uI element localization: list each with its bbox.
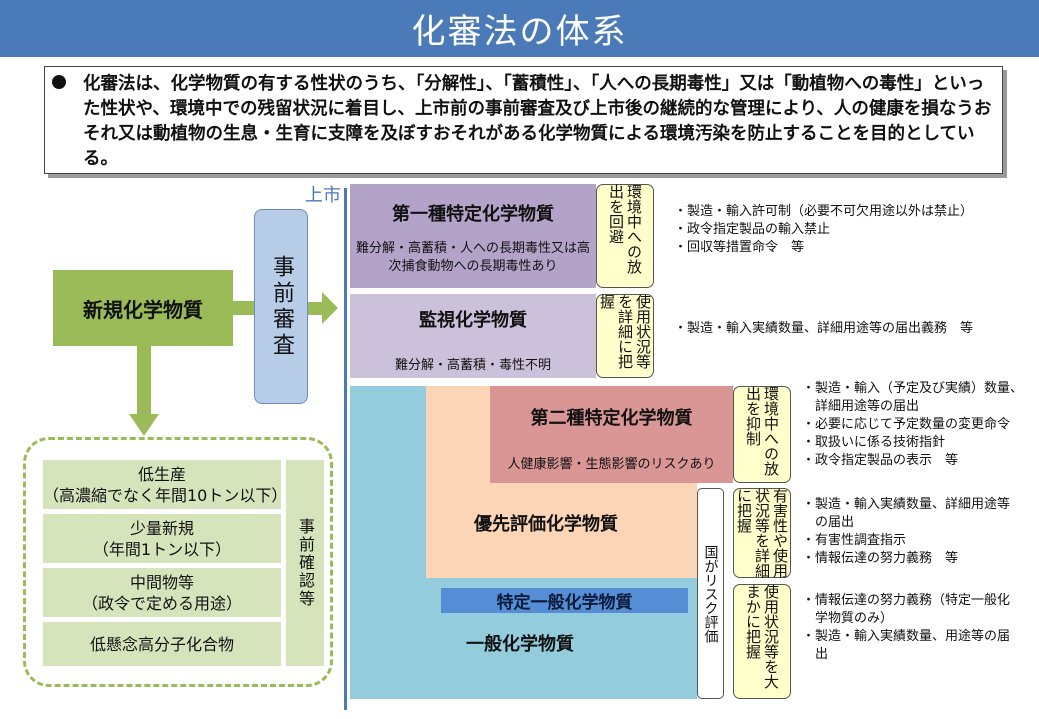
class2-box xyxy=(490,386,733,483)
arrow-to-market-head xyxy=(322,292,338,324)
exemption-item: 少量新規 （年間1トン以下） xyxy=(43,514,281,563)
intro-text: 化審法は、化学物質の有する性状のうち、「分解性」、「蓄積性」、「人への長期毒性」… xyxy=(44,66,1003,174)
exemption-item: 中間物等 （政令で定める用途） xyxy=(43,568,281,617)
priority-notes: ・製造・輸入実績数量、詳細用途等 の届出 ・有害性調査指示 ・情報伝達の努力義務… xyxy=(802,497,1011,566)
class2-notes: ・製造・輸入（予定及び実績）数量、 詳細用途等の届出 ・必要に応じて予定数量の変… xyxy=(802,381,1024,468)
bullet-icon xyxy=(52,75,66,89)
class1-subtitle: 難分解・高蓄積・人への長期毒性又は高次捕食動物への長期毒性あり xyxy=(355,241,590,274)
new-substance-box xyxy=(53,270,233,346)
class1-tag xyxy=(596,184,654,288)
market-line xyxy=(344,188,347,710)
monitor-tag xyxy=(596,294,654,378)
market-label: 上市 xyxy=(305,185,341,206)
class2-subtitle: 人健康影響・生態影響のリスクあり xyxy=(507,457,716,472)
class2-title: 第二種特定化学物質 xyxy=(530,408,693,429)
exemption-item: 低懸念高分子化合物 xyxy=(43,622,281,666)
class1-title: 第一種特定化学物質 xyxy=(392,204,554,225)
monitor-title: 監視化学物質 xyxy=(419,310,527,331)
priority-title: 優先評価化学物質 xyxy=(474,514,618,535)
pre-review-label: 事前審査 xyxy=(269,254,294,359)
exemption-item: 低生産 （高濃縮でなく年間10トン以下） xyxy=(43,460,287,509)
page-title: 化審法の体系 xyxy=(411,12,628,52)
arrow-to-market-shaft xyxy=(308,302,324,315)
exemptions-group xyxy=(23,437,333,687)
priority-tag xyxy=(733,488,791,578)
pre-confirmation-label: 事前確認等 xyxy=(296,518,315,608)
monitor-subtitle: 難分解・高蓄積・毒性不明 xyxy=(394,358,551,373)
arrow-to-review xyxy=(233,301,254,315)
pre-review-box xyxy=(254,209,308,404)
class1-notes: ・製造・輸入許可制（必要不可欠用途以外は禁止） ・政令指定製品の輸入禁止 ・回収… xyxy=(674,204,974,255)
monitor-tag-label: 使用状況等を詳細に把握 xyxy=(598,294,652,369)
monitor-notes: ・製造・輸入実績数量、詳細用途等の届出義務 等 xyxy=(674,321,974,336)
class2-tag xyxy=(733,386,791,483)
class1-box xyxy=(350,184,596,288)
monitor-box xyxy=(350,294,596,378)
general-tag-label: 使用状況等を大まかに把握 xyxy=(744,584,780,689)
risk-assessment-box xyxy=(697,488,724,699)
title-bar xyxy=(0,0,1039,57)
arrow-down-shaft xyxy=(137,346,151,416)
priority-tag-label: 有害性や使用状況等を詳細に把握 xyxy=(735,488,789,578)
general-title: 一般化学物質 xyxy=(466,634,574,655)
specified-general-label: 特定一般化学物質 xyxy=(441,588,688,613)
pre-confirmation-box xyxy=(286,460,324,666)
risk-assessment-label: 国がリスク評価 xyxy=(702,544,719,643)
class1-tag-label: 環境中への放出を回避 xyxy=(607,184,643,274)
general-notes: ・情報伝達の努力義務（特定一般化 学物質のみ） ・製造・輸入実績数量、用途等の届… xyxy=(802,593,1011,662)
new-substance-label: 新規化学物質 xyxy=(83,297,203,322)
arrow-down-head xyxy=(129,414,159,436)
general-tag xyxy=(733,584,791,699)
class2-tag-label: 環境中への放出を抑制 xyxy=(744,386,780,476)
